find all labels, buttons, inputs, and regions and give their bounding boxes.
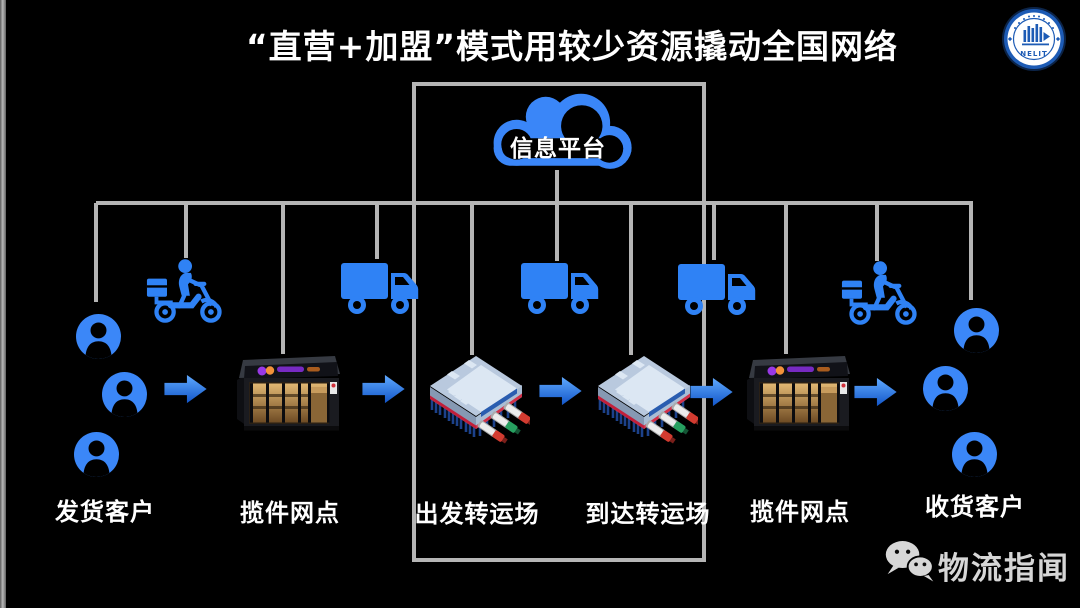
arrow-right-icon — [539, 376, 583, 406]
station-label-departure-hub: 出发转运场 — [414, 500, 540, 528]
person-avatar-icon — [952, 432, 997, 477]
connector-drop-scooter-right — [875, 203, 879, 261]
nelit-logo-icon — [1001, 6, 1067, 72]
wechat-account-name: 物流指闻 — [938, 551, 1070, 587]
cloud-platform-label: 信息平台 — [510, 136, 606, 162]
connector-drop-truck-3 — [712, 203, 716, 260]
connector-drop-hub-2 — [629, 203, 633, 355]
arrow-right-icon — [362, 374, 406, 404]
transfer-hub-chip-icon — [592, 351, 698, 457]
truck-icon — [677, 259, 757, 319]
transfer-hub-chip-icon — [424, 351, 530, 457]
truck-icon — [520, 258, 600, 318]
delivery-scooter-icon — [841, 258, 925, 328]
connector-drop-store-right — [784, 203, 788, 354]
station-label-receiver: 收货客户 — [925, 493, 1025, 521]
connector-horizontal-line — [96, 201, 973, 205]
wechat-icon — [883, 538, 937, 586]
connector-drop-truck-1 — [375, 203, 379, 259]
connector-drop-scooter-left — [184, 203, 188, 258]
person-avatar-icon — [74, 432, 119, 477]
person-avatar-icon — [102, 372, 147, 417]
person-avatar-icon — [923, 366, 968, 411]
person-avatar-icon — [954, 308, 999, 353]
delivery-scooter-icon — [146, 256, 230, 326]
left-edge-bar — [0, 0, 6, 608]
station-label-pickup-right: 揽件网点 — [750, 498, 850, 526]
connector-drop-receiver — [969, 203, 973, 300]
hub-highlight-box — [412, 82, 706, 562]
connector-drop-store-left — [281, 203, 285, 354]
connector-drop-hub-1 — [470, 203, 474, 355]
connector-drop-sender — [94, 203, 98, 302]
station-label-arrival-hub: 到达转运场 — [585, 500, 711, 528]
person-avatar-icon — [76, 314, 121, 359]
arrow-right-icon — [690, 377, 734, 407]
arrow-right-icon — [164, 374, 208, 404]
store-front-icon — [237, 350, 343, 433]
station-label-pickup-left: 揽件网点 — [240, 499, 340, 527]
store-front-icon — [747, 350, 853, 433]
connector-cloud-stem — [555, 170, 559, 261]
slide-title: “直营+加盟”模式用较少资源撬动全国网络 — [245, 27, 899, 66]
station-label-sender: 发货客户 — [55, 498, 155, 526]
arrow-right-icon — [854, 377, 898, 407]
truck-icon — [340, 258, 420, 318]
